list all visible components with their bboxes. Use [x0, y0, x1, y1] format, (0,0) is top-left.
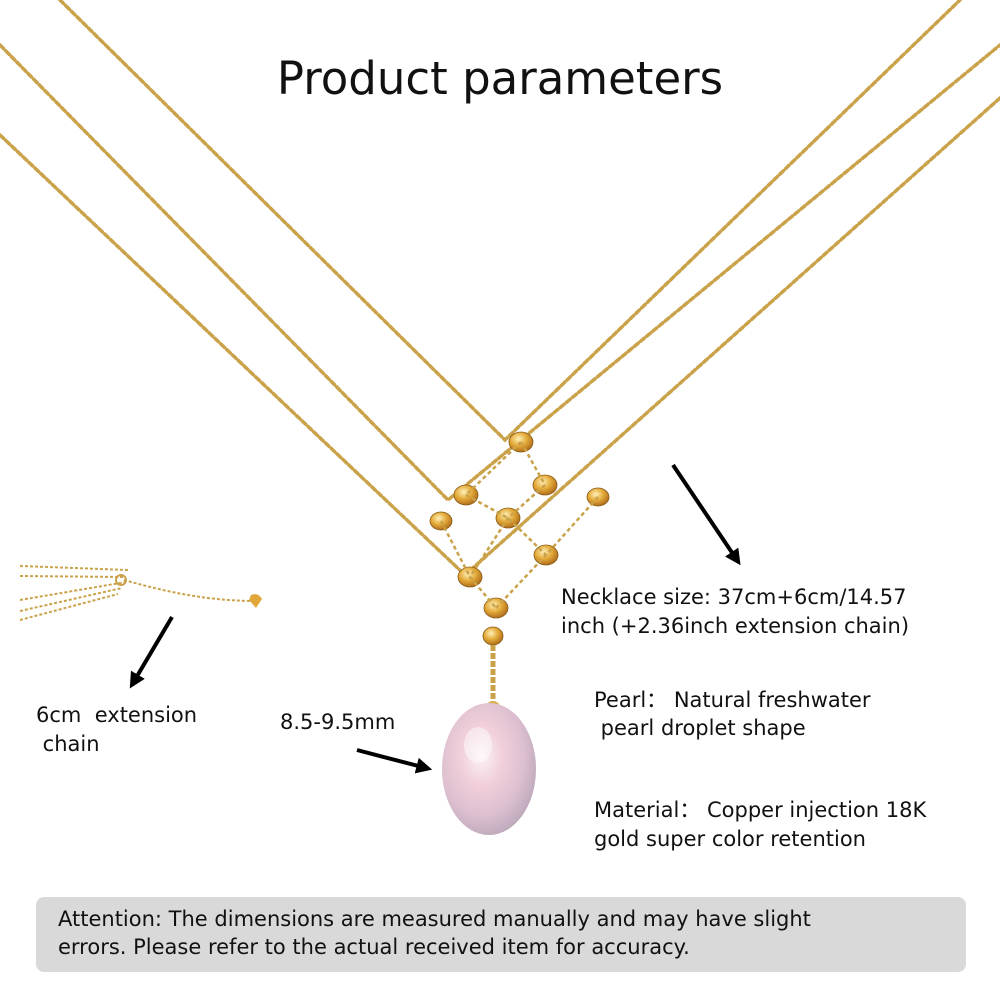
extension-chain-image	[19, 565, 251, 621]
pearl-description-continued: pearl droplet shape	[594, 716, 806, 740]
pearl-description: Pearl： Natural freshwater	[594, 688, 871, 712]
chain-strand-outer	[58, 0, 962, 443]
lattice-links	[439, 441, 599, 609]
extension-chain-label: 6cm extension	[36, 703, 198, 727]
attention-text: Attention: The dimensions are measured m…	[58, 907, 811, 931]
pearl-size-label: 8.5-9.5mm	[280, 710, 396, 734]
material-description: Material： Copper injection 18K	[594, 798, 927, 822]
arrows	[129, 463, 741, 774]
pearl-drop	[442, 703, 536, 835]
pearl-pendant	[442, 645, 536, 835]
attention-notice: Attention: The dimensions are measured m…	[36, 897, 966, 972]
arrow-necklace-size	[671, 463, 741, 566]
page-title: Product parameters	[276, 52, 724, 105]
material-description-continued: gold super color retention	[594, 827, 866, 851]
arrow-extension-chain	[129, 615, 174, 689]
necklace-size-text-continued: inch (+2.36inch extension chain)	[561, 614, 910, 638]
attention-text-continued: errors. Please refer to the actual recei…	[58, 935, 690, 959]
heart-charm	[249, 594, 262, 608]
necklace-size-text: Necklace size: 37cm+6cm/14.57	[561, 585, 907, 609]
extension-chain-label-continued: chain	[36, 732, 100, 756]
chain-strand-middle	[0, 43, 1000, 503]
arrow-pearl-size	[356, 748, 433, 774]
